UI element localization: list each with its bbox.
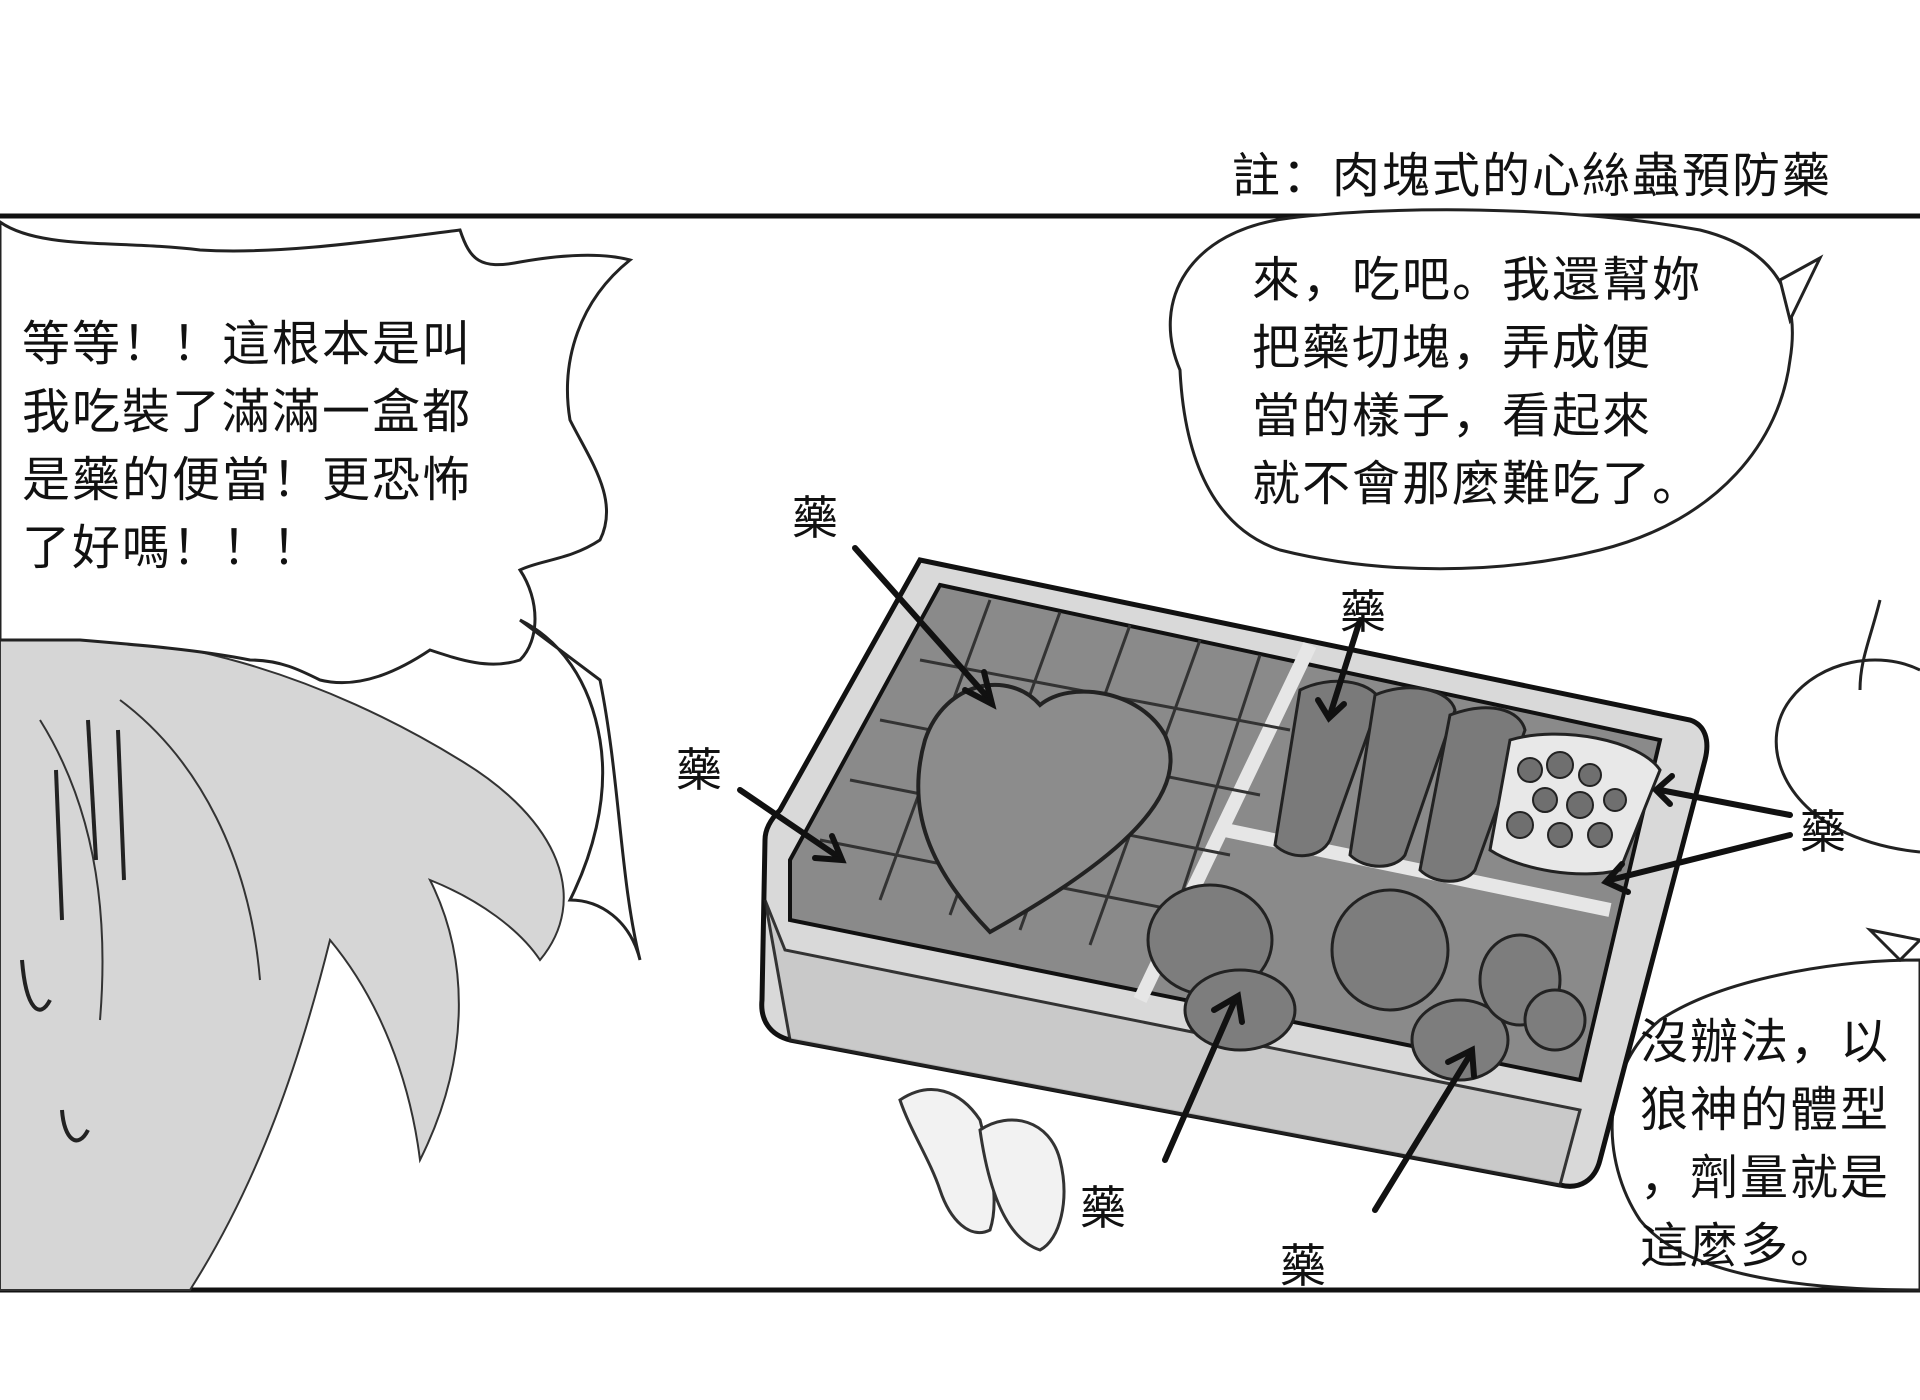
footnote: 註：肉塊式的心絲蟲預防藥: [1232, 148, 1833, 204]
speech-bubble-bottom-right: [1610, 958, 1920, 1292]
medicine-rolls: [1273, 679, 1527, 883]
right-edge-spike: [1858, 599, 1882, 691]
sweat-strokes: [20, 719, 126, 1143]
arrow-rolls: [1327, 617, 1363, 718]
speech-tail-bottom-right: [1865, 927, 1920, 963]
speech-line: 了好嗎！！！: [22, 520, 323, 576]
speech-line: 我吃裝了滿滿一盒都: [22, 384, 473, 440]
pointer-arrows: [737, 545, 1793, 1213]
speech-tail-top-right: [1778, 254, 1824, 325]
speech-line: 沒辦法，以: [1640, 1014, 1891, 1070]
speech-text-left: 等等！！這根本是叫 我吃裝了滿滿一盒都 是藥的便當！更恐怖 了好嗎！！！: [22, 310, 472, 582]
speech-text-top-right: 來，吃吧。我還幫妳 把藥切塊，弄成便 當的樣子，看起來 就不會那麼難吃了。: [1252, 246, 1702, 518]
speech-line: 把藥切塊，弄成便: [1252, 320, 1653, 376]
speech-bubble-top-right: [1168, 208, 1794, 571]
arrow-cubes: [737, 787, 843, 861]
small-pills: [1506, 751, 1627, 848]
medicine-heart: [916, 682, 1173, 935]
speech-line: ，劑量就是: [1640, 1150, 1891, 1206]
speech-line: 就不會那麼難吃了。: [1252, 456, 1703, 512]
hand: [898, 1088, 1066, 1252]
speech-line: 等等！！這根本是叫: [22, 316, 473, 372]
medicine-label: 藥: [676, 743, 722, 797]
speech-line: 來，吃吧。我還幫妳: [1252, 252, 1703, 308]
speech-bubble-left: [0, 220, 634, 685]
medicine-label: 藥: [1080, 1181, 1126, 1235]
character-hair: [0, 635, 565, 1291]
right-edge-bubble: [1774, 658, 1920, 854]
medicine-label: 藥: [1340, 585, 1386, 639]
arrow-heart: [852, 545, 993, 703]
arrow-pills-2: [1607, 832, 1793, 883]
medicine-lumps: [1146, 883, 1587, 1082]
medicine-label: 藥: [792, 491, 838, 545]
arrow-lump-2: [1372, 1052, 1473, 1213]
medicine-label: 藥: [1280, 1239, 1326, 1293]
speech-tail-left: [519, 618, 642, 961]
arrow-lump-1: [1162, 997, 1238, 1163]
speech-line: 當的樣子，看起來: [1252, 388, 1653, 444]
bento-box: [759, 557, 1710, 1189]
speech-line: 是藥的便當！更恐怖: [22, 452, 473, 508]
speech-line: 這麼多。: [1640, 1218, 1841, 1274]
medicine-label: 藥: [1800, 805, 1846, 859]
speech-line: 狼神的體型: [1640, 1082, 1891, 1138]
bento-box-side: [763, 899, 1582, 1187]
arrow-pills-1: [1657, 787, 1793, 818]
speech-text-bottom-right: 沒辦法，以 狼神的體型 ，劑量就是 這麼多。: [1640, 1008, 1890, 1280]
